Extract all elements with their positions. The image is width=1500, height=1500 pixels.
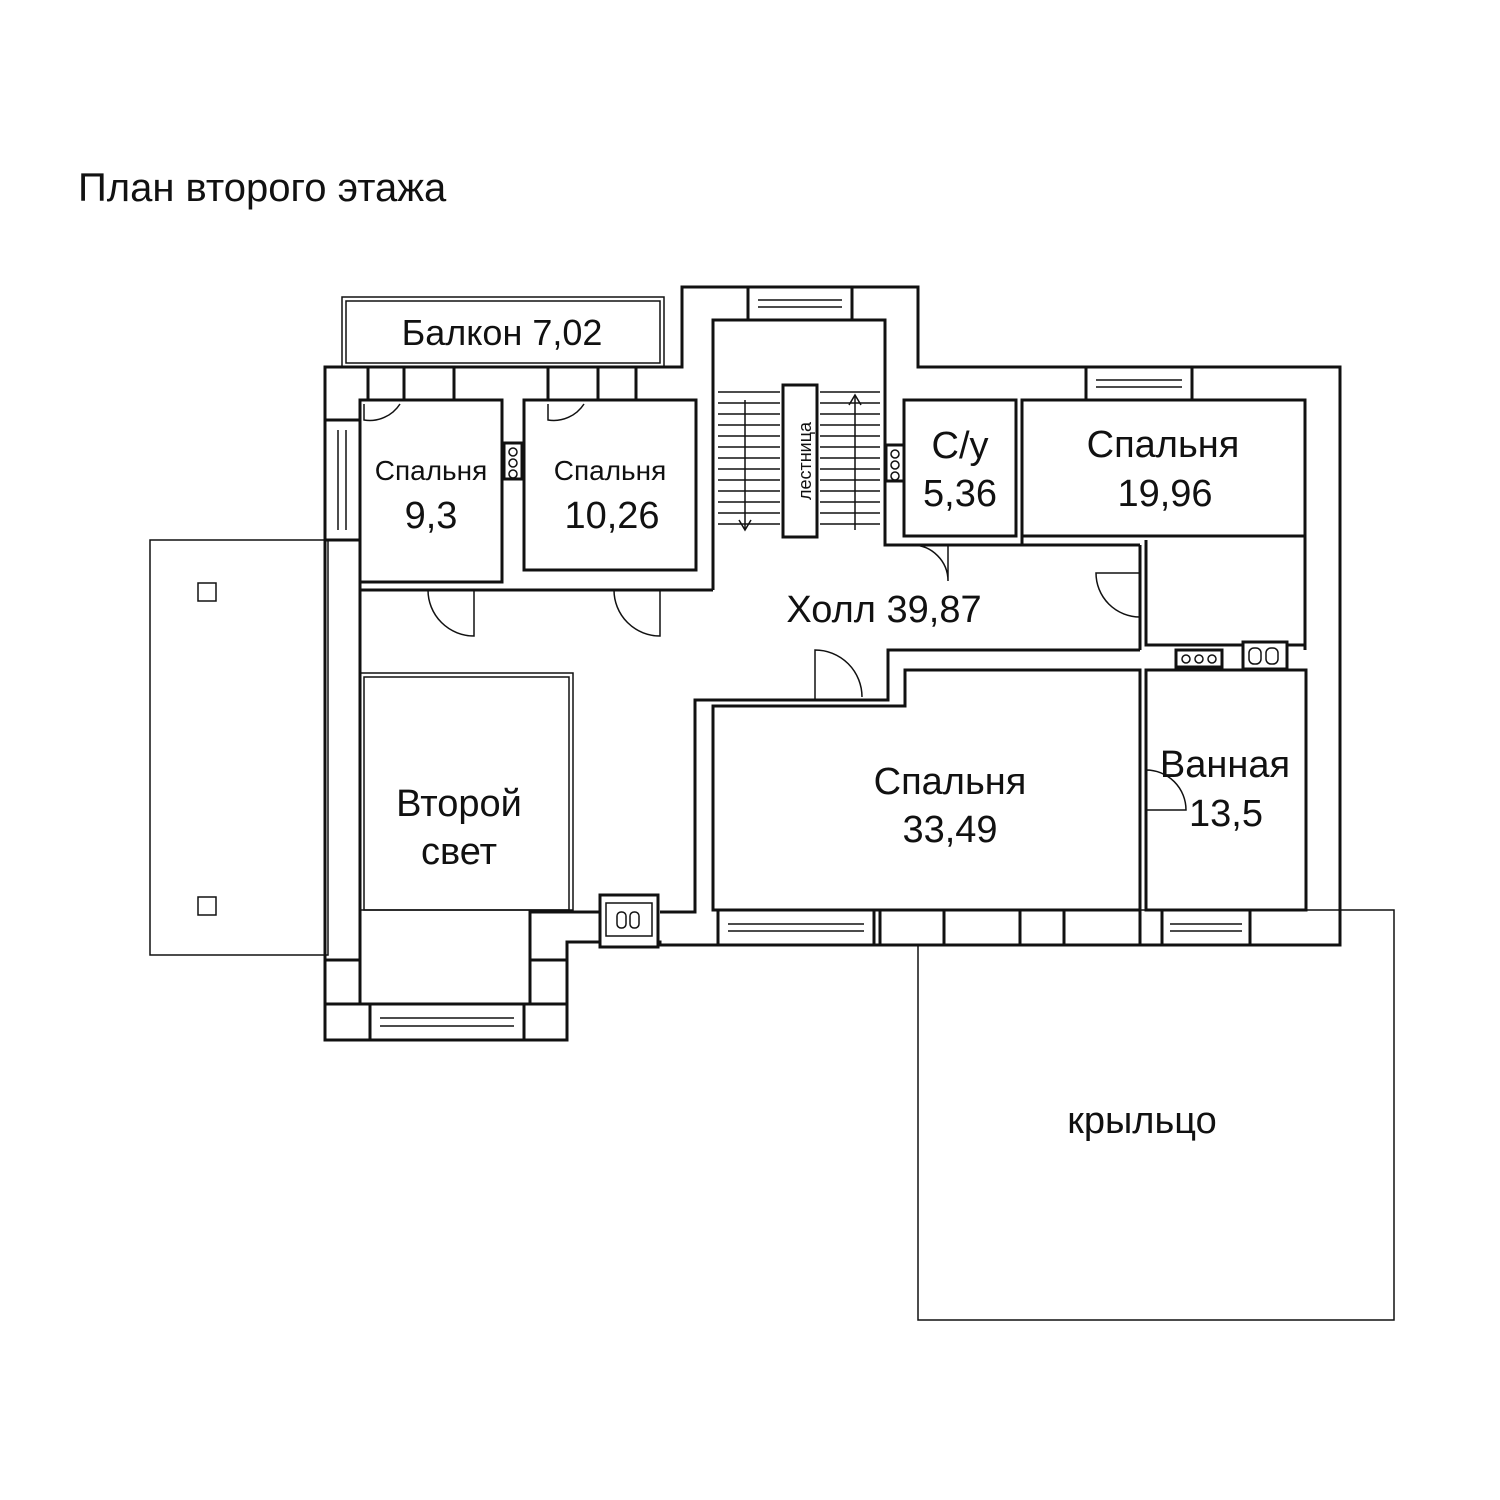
wc-name: С/у [932, 425, 989, 467]
second-light-line-1: Второй [396, 783, 522, 825]
second-light-line-2: свет [421, 831, 497, 873]
stairs-label: лестница [795, 421, 815, 500]
bedroom-1-area: 9,3 [405, 495, 458, 537]
bedroom-2-area: 10,26 [564, 495, 659, 537]
bedroom-2-name: Спальня [554, 455, 667, 486]
hall-label: Холл 39,87 [786, 589, 981, 631]
plan-title: План второго этажа [78, 166, 447, 210]
doors [363, 403, 1187, 811]
bedroom-4-name: Спальня [874, 761, 1027, 803]
bathroom-name: Ванная [1160, 744, 1290, 786]
left-terrace-outline [149, 539, 329, 956]
bedroom-1-name: Спальня [375, 455, 488, 486]
staircase [718, 383, 880, 539]
balcony-label: Балкон 7,02 [402, 312, 603, 353]
wc-area: 5,36 [923, 473, 997, 515]
windows [323, 285, 1252, 1042]
porch-label: крыльцо [1067, 1100, 1217, 1142]
room-labels: Балкон 7,02 лестница С/у 5,36 Спальня 9,… [375, 312, 1290, 1142]
inner-walls [358, 318, 1308, 912]
vent-shafts [502, 441, 1289, 949]
bathroom-area: 13,5 [1189, 793, 1263, 835]
bedroom-4-area: 33,49 [902, 809, 997, 851]
bedroom-3-area: 19,96 [1117, 473, 1212, 515]
bedroom-3-name: Спальня [1087, 424, 1240, 466]
